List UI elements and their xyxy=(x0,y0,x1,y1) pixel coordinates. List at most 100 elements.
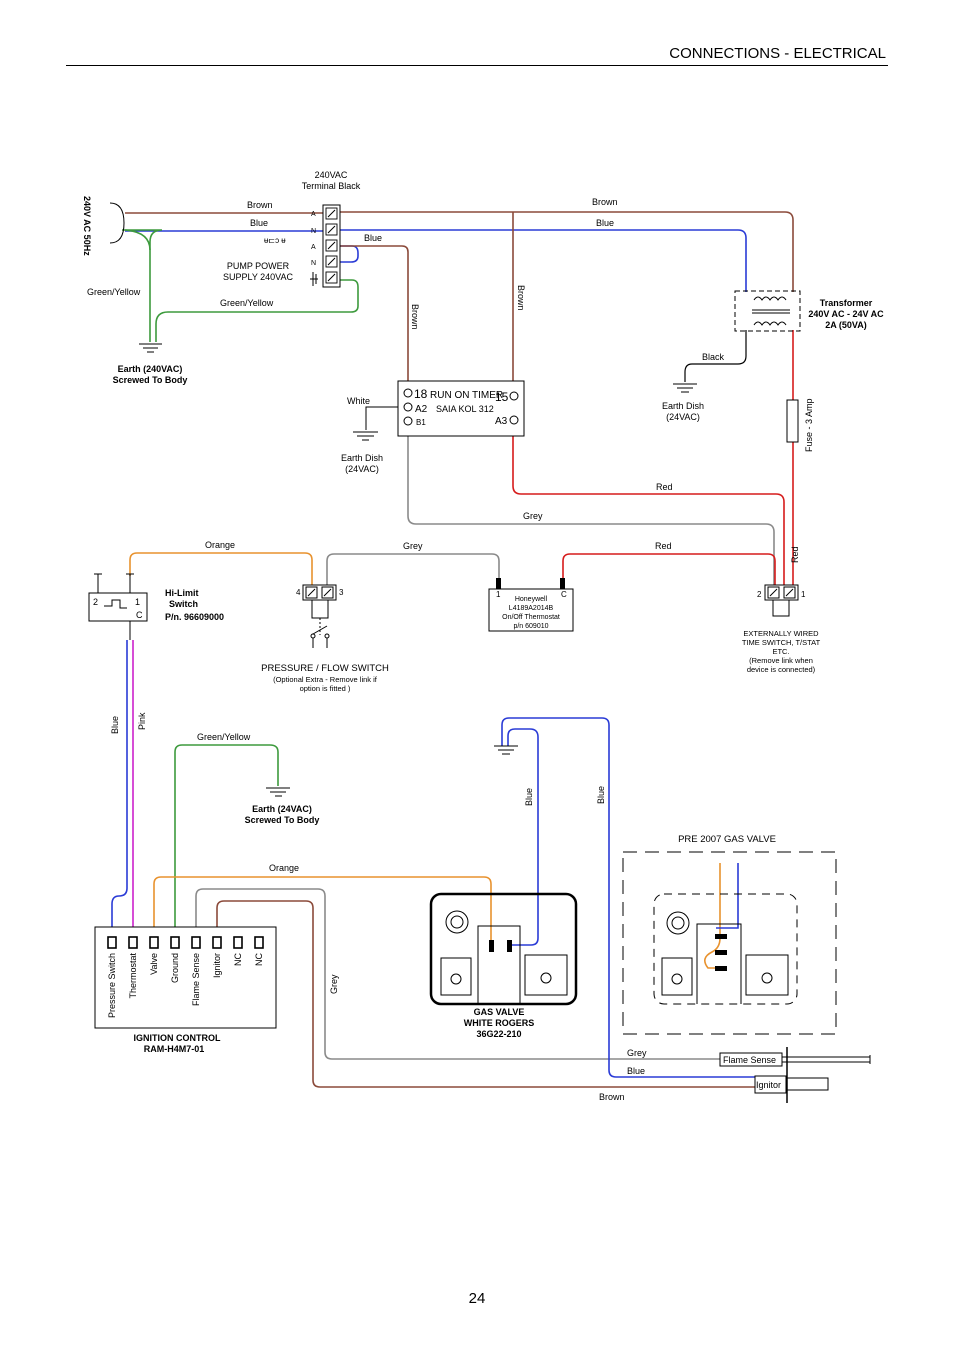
wire-green-mains-2 xyxy=(124,229,151,251)
terminal-mark-a2: A xyxy=(311,244,316,251)
wire-blue-hilimit xyxy=(111,640,128,937)
label-orange-1: Orange xyxy=(205,540,235,550)
wire-white-earth xyxy=(365,406,402,430)
flame-sense-label: Flame Sense xyxy=(723,1055,776,1065)
earth-24-icon xyxy=(266,787,290,797)
honeywell-thermostat xyxy=(488,578,574,632)
label-brown-probe: Brown xyxy=(599,1092,625,1102)
wire-red-timer-a3 xyxy=(512,420,785,585)
timer-terminal-15 xyxy=(509,391,519,401)
terminal-mark-n: N xyxy=(311,228,316,235)
label-blue-gv-2: Blue xyxy=(596,786,606,804)
label-grey-probe: Grey xyxy=(627,1048,647,1058)
gasvalve-label-1: GAS VALVE xyxy=(474,1007,525,1017)
external-label-4: (Remove link when xyxy=(749,656,813,665)
label-grey-2: Grey xyxy=(403,541,423,551)
timer-b1: B1 xyxy=(416,418,426,427)
timer-t15: 15 xyxy=(495,390,509,404)
wire-brown-to-transformer xyxy=(340,211,794,292)
transformer-icon xyxy=(734,290,801,332)
terminal-mark-a: A xyxy=(311,211,316,218)
wire-orange-valve xyxy=(153,876,492,942)
hi-limit-t1: 1 xyxy=(135,597,140,607)
ignition-terminal-label: Ignitor xyxy=(212,953,222,978)
gasvalve-label-2: WHITE ROGERS xyxy=(464,1018,535,1028)
external-label-5: device is connected) xyxy=(747,665,816,674)
wire-blue-gasvalve xyxy=(507,728,539,946)
ignition-terminal-label: NC xyxy=(254,953,264,966)
timer-model: SAIA KOL 312 xyxy=(436,404,494,414)
ignition-terminal-label: Thermostat xyxy=(128,953,138,999)
gasvalve-terminal-1 xyxy=(489,940,494,952)
ignition-terminal-label: Valve xyxy=(149,953,159,975)
thermostat-label-4: p/n 609010 xyxy=(513,623,548,630)
label-grey-1: Grey xyxy=(523,511,543,521)
earth-dish-1-label-1: Earth Dish xyxy=(341,453,383,463)
transformer-label-1: Transformer xyxy=(820,298,873,308)
wire-red-thermostat xyxy=(562,553,776,585)
hi-limit-label-2: Switch xyxy=(169,599,198,609)
hi-limit-switch xyxy=(88,573,148,640)
wire-grey-pressure xyxy=(326,553,500,586)
label-brown-2: Brown xyxy=(592,197,618,207)
label-green-1: Green/Yellow xyxy=(87,287,141,297)
hi-limit-tc: C xyxy=(136,610,143,620)
ignition-terminal xyxy=(233,936,243,949)
pre2007-terminal-2 xyxy=(715,950,727,955)
hi-limit-t2: 2 xyxy=(93,597,98,607)
page-number: 24 xyxy=(468,1290,486,1307)
terminal-block-240vac xyxy=(322,204,341,288)
label-blue-gv-1: Blue xyxy=(524,788,534,806)
label-pink-hilimit: Pink xyxy=(137,712,147,730)
label-brown-1: Brown xyxy=(247,200,273,210)
transformer-label-2: 240V AC - 24V AC xyxy=(808,309,884,319)
ignition-terminal xyxy=(170,936,180,949)
label-blue-hilimit: Blue xyxy=(110,716,120,734)
ignition-label-1: IGNITION CONTROL xyxy=(134,1033,221,1043)
wire-green-terminal xyxy=(155,279,359,342)
wire-grey-timer-b1 xyxy=(407,426,775,585)
ignition-control xyxy=(94,926,277,1029)
label-red-1: Red xyxy=(656,482,673,492)
label-black: Black xyxy=(702,352,725,362)
pre2007-terminal-1 xyxy=(715,934,727,939)
fuse-icon xyxy=(786,399,799,443)
gasvalve-terminal-2 xyxy=(507,940,512,952)
pressure-label-2: (Optional Extra - Remove link if xyxy=(273,675,378,684)
external-label-2: TIME SWITCH, T/STAT xyxy=(742,638,821,647)
ignition-terminal xyxy=(149,936,159,949)
ignition-terminal xyxy=(128,936,138,949)
thermostat-t1: 1 xyxy=(496,590,501,599)
pressure-flow-switch xyxy=(302,584,337,648)
label-brown-4: Brown xyxy=(516,285,526,311)
earth-dish-transformer-icon xyxy=(673,383,697,393)
ignition-terminal xyxy=(107,936,117,949)
earth-dish-timer-icon xyxy=(353,431,378,441)
wire-orange-pre2007 xyxy=(704,863,721,969)
earth-gasvalve-icon xyxy=(494,745,518,755)
thermostat-label-1: Honeywell xyxy=(515,596,548,603)
wire-black-earth xyxy=(684,330,747,382)
timer-title: RUN ON TIMER xyxy=(430,390,503,401)
earth-24-label-1: Earth (24VAC) xyxy=(252,804,312,814)
external-time-switch-connector xyxy=(764,584,799,617)
wire-brown-timer-18 xyxy=(340,245,409,386)
earth-24-label-2: Screwed To Body xyxy=(245,815,320,825)
label-blue-3: Blue xyxy=(596,218,614,228)
earth-240-label-2: Screwed To Body xyxy=(113,375,188,385)
ignition-terminal xyxy=(212,936,222,949)
pre2007-box xyxy=(622,851,837,1035)
label-green-ground: Green/Yellow xyxy=(197,732,251,742)
label-blue-1: Blue xyxy=(250,218,268,228)
pump-label-1: PUMP POWER xyxy=(227,261,290,271)
label-white: White xyxy=(347,396,370,406)
ignition-terminal xyxy=(254,936,264,949)
pressure-label-3: option is fitted ) xyxy=(300,684,351,693)
gasvalve-label-3: 36G22-210 xyxy=(476,1029,521,1039)
ignition-terminal-label: Ground xyxy=(170,953,180,983)
wire-green-mains xyxy=(122,229,163,342)
wire-orange-hilimit xyxy=(129,552,313,586)
terminal-mark-n2: N xyxy=(311,260,316,267)
wire-blue-gasvalve-2 xyxy=(501,717,756,1078)
